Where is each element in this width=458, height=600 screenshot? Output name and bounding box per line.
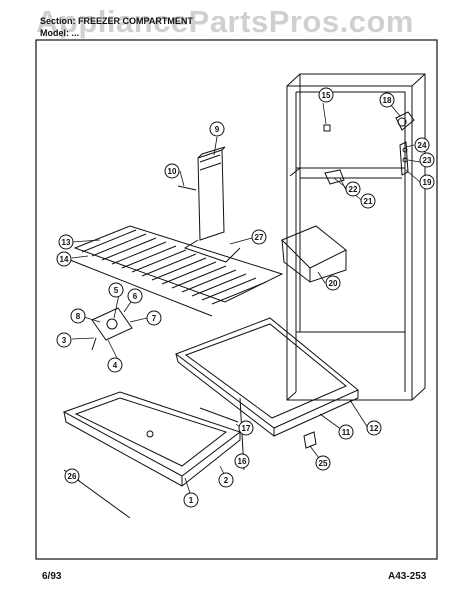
callout-labels: 9 10 13 14 27 15 18 24 23 19 22 21 20 5 … [60,91,432,505]
model-label: Model: ... [40,28,79,38]
part-18-shape [395,111,415,131]
callout-23: 23 [423,156,432,165]
callout-16: 16 [238,457,247,466]
diagram-code: A43-253 [388,571,427,582]
bracket-shape [324,169,345,185]
freezer-bin [281,225,347,283]
callout-5: 5 [114,286,119,295]
callout-20: 20 [329,279,338,288]
callout-22: 22 [349,185,358,194]
callout-13: 13 [62,238,71,247]
revision-date: 6/93 [42,571,62,582]
part-15-shape [323,124,331,132]
callout-7: 7 [152,314,157,323]
callout-8: 8 [76,312,81,321]
callout-10: 10 [168,167,177,176]
section-title: Section: FREEZER COMPARTMENT [40,16,193,26]
callout-26: 26 [68,472,77,481]
callout-19: 19 [423,178,432,187]
evaporator-cover [183,146,241,263]
drain-trough [62,391,242,487]
callout-17: 17 [242,424,251,433]
callout-27: 27 [255,233,264,242]
callout-25: 25 [319,459,328,468]
callout-9: 9 [215,125,220,134]
watermark: AppliancePartsPros.com [36,4,414,39]
callout-1: 1 [189,496,194,505]
leader-lines [71,102,421,497]
callout-2: 2 [224,476,229,485]
bar-17-shape [199,407,239,423]
callout-circles [56,87,435,508]
callout-11: 11 [342,428,351,437]
part-25-shape [303,431,317,449]
callout-15: 15 [322,91,331,100]
callout-6: 6 [133,292,138,301]
callout-21: 21 [364,197,373,206]
callout-3: 3 [62,336,67,345]
diagram-border [35,39,438,560]
wire-shelf [69,225,284,317]
screw-10-shape [177,185,197,191]
callout-12: 12 [370,424,379,433]
control-assembly [91,307,133,351]
callout-14: 14 [60,255,69,264]
cabinet-outline [286,73,426,401]
callout-24: 24 [418,141,427,150]
glass-shelf [174,317,359,437]
callout-18: 18 [383,96,392,105]
callout-4: 4 [113,361,118,370]
